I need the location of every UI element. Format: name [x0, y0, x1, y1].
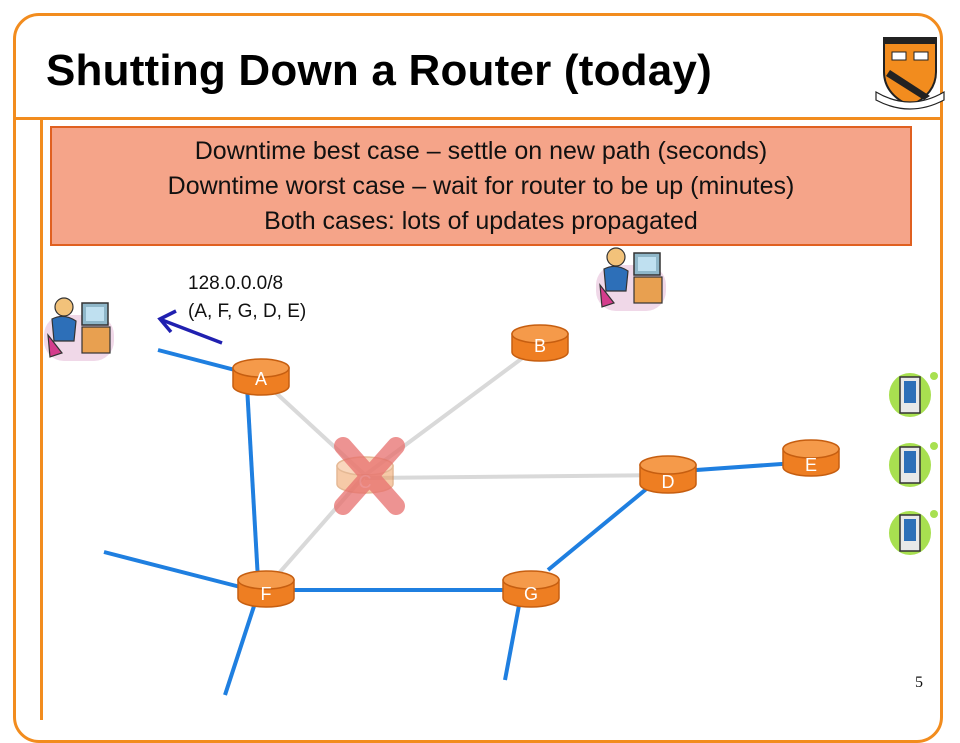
link-a-f [245, 385, 260, 581]
router-d[interactable]: D [639, 455, 697, 494]
link-c-d [364, 473, 669, 480]
router-b-label: B [534, 336, 546, 356]
router-b[interactable]: B [511, 324, 569, 362]
router-a-label: A [255, 369, 267, 389]
downtime-callout: Downtime best case – settle on new path … [50, 126, 912, 246]
title-divider [13, 117, 943, 120]
failure-x-icon [334, 437, 405, 515]
server-icon [889, 510, 938, 555]
server-icon [889, 372, 938, 417]
route-announcement: 128.0.0.0/8 (A, F, G, D, E) [188, 270, 306, 326]
callout-line-best-case: Downtime best case – settle on new path … [194, 136, 768, 165]
network-diagram: A B C D E F G [44, 247, 938, 696]
user-at-computer-icon [44, 297, 114, 361]
router-g-label: G [524, 584, 538, 604]
as-path: (A, F, G, D, E) [188, 301, 307, 322]
user-at-computer-icon [596, 247, 666, 311]
link-external-f-down [223, 599, 258, 696]
router-e-label: E [805, 455, 817, 475]
server-icon [889, 442, 938, 487]
route-prefix: 128.0.0.0/8 [188, 273, 284, 294]
router-g[interactable]: G [502, 570, 560, 608]
announcement-arrow-icon [157, 309, 223, 345]
link-g-d [546, 484, 652, 572]
link-external-g-down [503, 599, 522, 681]
callout-line-worst-case: Downtime worst case – wait for router to… [167, 171, 795, 200]
princeton-shield-icon [875, 37, 945, 110]
slide-title: Shutting Down a Router (today) [46, 46, 712, 95]
link-external-f-left [103, 550, 253, 592]
router-f-label: F [261, 584, 272, 604]
router-a[interactable]: A [232, 358, 290, 396]
left-divider [40, 120, 43, 720]
page-number: 5 [915, 674, 923, 691]
callout-line-updates: Both cases: lots of updates propagated [264, 206, 698, 235]
router-e[interactable]: E [782, 439, 840, 477]
router-d-label: D [662, 472, 675, 492]
router-f[interactable]: F [237, 570, 295, 608]
